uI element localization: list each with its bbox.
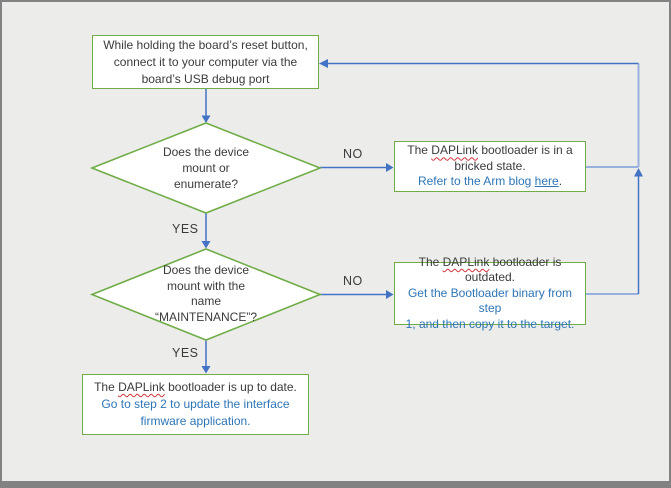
arrowhead-into-decision1-icon — [201, 115, 211, 123]
edge-label-yes-2: YES — [172, 346, 199, 360]
arrowhead-into-start-icon — [319, 59, 328, 68]
edge-label-no-1: NO — [343, 147, 363, 161]
outdated-text-daplink: DAPLink — [442, 254, 490, 269]
outdated-blue-line: Get the Bootloader binary from step 1, a… — [405, 285, 575, 331]
bricked-suffix: . — [558, 174, 563, 189]
outdated-text-pre: The — [418, 254, 443, 269]
decision-maintenance-text: Does the device mount with the name “MAI… — [154, 263, 257, 324]
outdated-text-post: bootloader is outdated. — [464, 254, 562, 285]
uptodate-text-daplink: DAPLink — [118, 380, 165, 394]
uptodate-text-post: bootloader is up to date. — [164, 380, 297, 394]
bricked-blue-line: Refer to the Arm blog here. — [395, 174, 585, 190]
arrowhead-into-decision2-icon — [201, 241, 211, 249]
edge-label-no-2: NO — [343, 274, 363, 288]
bricked-black-line: The DAPLink bootloader is in a bricked s… — [395, 143, 585, 174]
bricked-text-daplink: DAPLink — [431, 143, 478, 158]
connector-layer — [89, 59, 643, 374]
bricked-text-pre: The — [407, 143, 432, 158]
decision-maintenance-diamond — [89, 248, 323, 341]
arm-blog-link[interactable]: here — [534, 174, 559, 189]
arrowhead-into-bricked-icon — [386, 163, 394, 172]
arrowhead-into-outdated-icon — [386, 290, 394, 299]
decision-mount-diamond — [89, 122, 323, 214]
uptodate-text-pre: The — [94, 380, 119, 394]
arrowhead-into-uptodate-icon — [201, 366, 211, 374]
arrowhead-loop-junction-icon — [634, 168, 643, 177]
edge-label-yes-1: YES — [172, 222, 199, 236]
flowchart-canvas: While holding the board’s reset button, … — [2, 2, 669, 481]
decision-mount-text: Does the device mount or enumerate? — [162, 145, 250, 191]
uptodate-blue-line: Go to step 2 to update the interface fir… — [101, 397, 290, 428]
start-box: While holding the board’s reset button, … — [92, 35, 319, 89]
outdated-black-line: The DAPLink bootloader is outdated. — [395, 255, 585, 286]
bricked-blue-pre: Refer to the Arm blog — [417, 174, 535, 189]
start-box-text: While holding the board’s reset button, … — [103, 37, 308, 86]
bricked-state-box: The DAPLink bootloader is in a bricked s… — [394, 141, 586, 192]
uptodate-black-line: The DAPLink bootloader is up to date. — [83, 379, 308, 396]
bricked-text-post: bootloader is in a bricked state. — [454, 143, 573, 173]
up-to-date-box: The DAPLink bootloader is up to date. Go… — [82, 374, 309, 435]
outdated-box: The DAPLink bootloader is outdated. Get … — [394, 255, 586, 331]
